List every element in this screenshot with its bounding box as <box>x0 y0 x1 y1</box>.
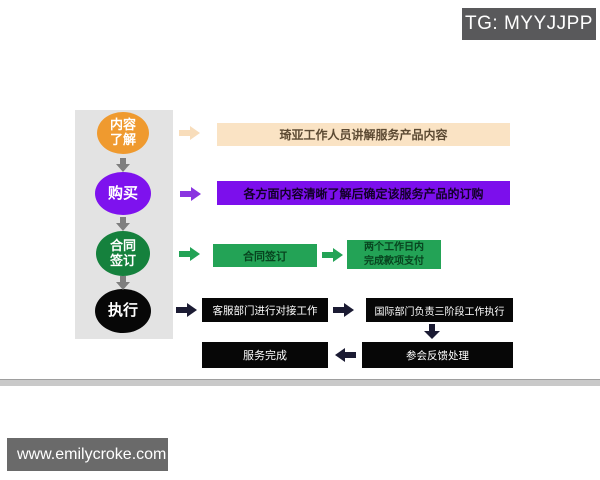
box-customer-service-docking: 客服部门进行对接工作 <box>202 298 328 322</box>
box-payment-two-days: 两个工作日内 完成款项支付 <box>347 240 441 269</box>
box-international-dept-execution: 国际部门负责三阶段工作执行 <box>366 298 513 322</box>
arrow-right-icon <box>176 303 197 317</box>
box-service-complete: 服务完成 <box>202 342 328 368</box>
arrow-right-icon <box>322 248 343 262</box>
site-watermark-badge: www.emilycroke.com <box>7 438 168 471</box>
arrow-left-icon <box>335 348 356 362</box>
tg-watermark-badge: TG: MYYJJPP <box>462 8 596 40</box>
stage-circle-execution: 执行 <box>95 289 151 333</box>
arrow-right-icon <box>180 187 201 201</box>
arrow-down-icon <box>116 158 130 172</box>
box-feedback-processing: 参会反馈处理 <box>362 342 513 368</box>
box-contract-signing: 合同签订 <box>213 244 317 267</box>
bottom-frame-bar <box>0 379 600 386</box>
stage-circle-content-understanding: 内容 了解 <box>97 112 149 154</box>
arrow-down-icon <box>116 217 130 231</box>
arrow-down-icon <box>116 276 130 290</box>
banner-staff-explain-service: 琦亚工作人员讲解服务产品内容 <box>217 123 510 146</box>
stage-circle-purchase: 购买 <box>95 172 151 215</box>
stage-circle-contract-signing: 合同 签订 <box>96 231 150 276</box>
arrow-right-icon <box>179 247 200 261</box>
arrow-down-icon <box>424 324 440 339</box>
arrow-right-icon <box>333 303 354 317</box>
banner-confirm-order: 各方面内容清晰了解后确定该服务产品的订购 <box>217 181 510 205</box>
arrow-right-icon <box>179 126 200 140</box>
